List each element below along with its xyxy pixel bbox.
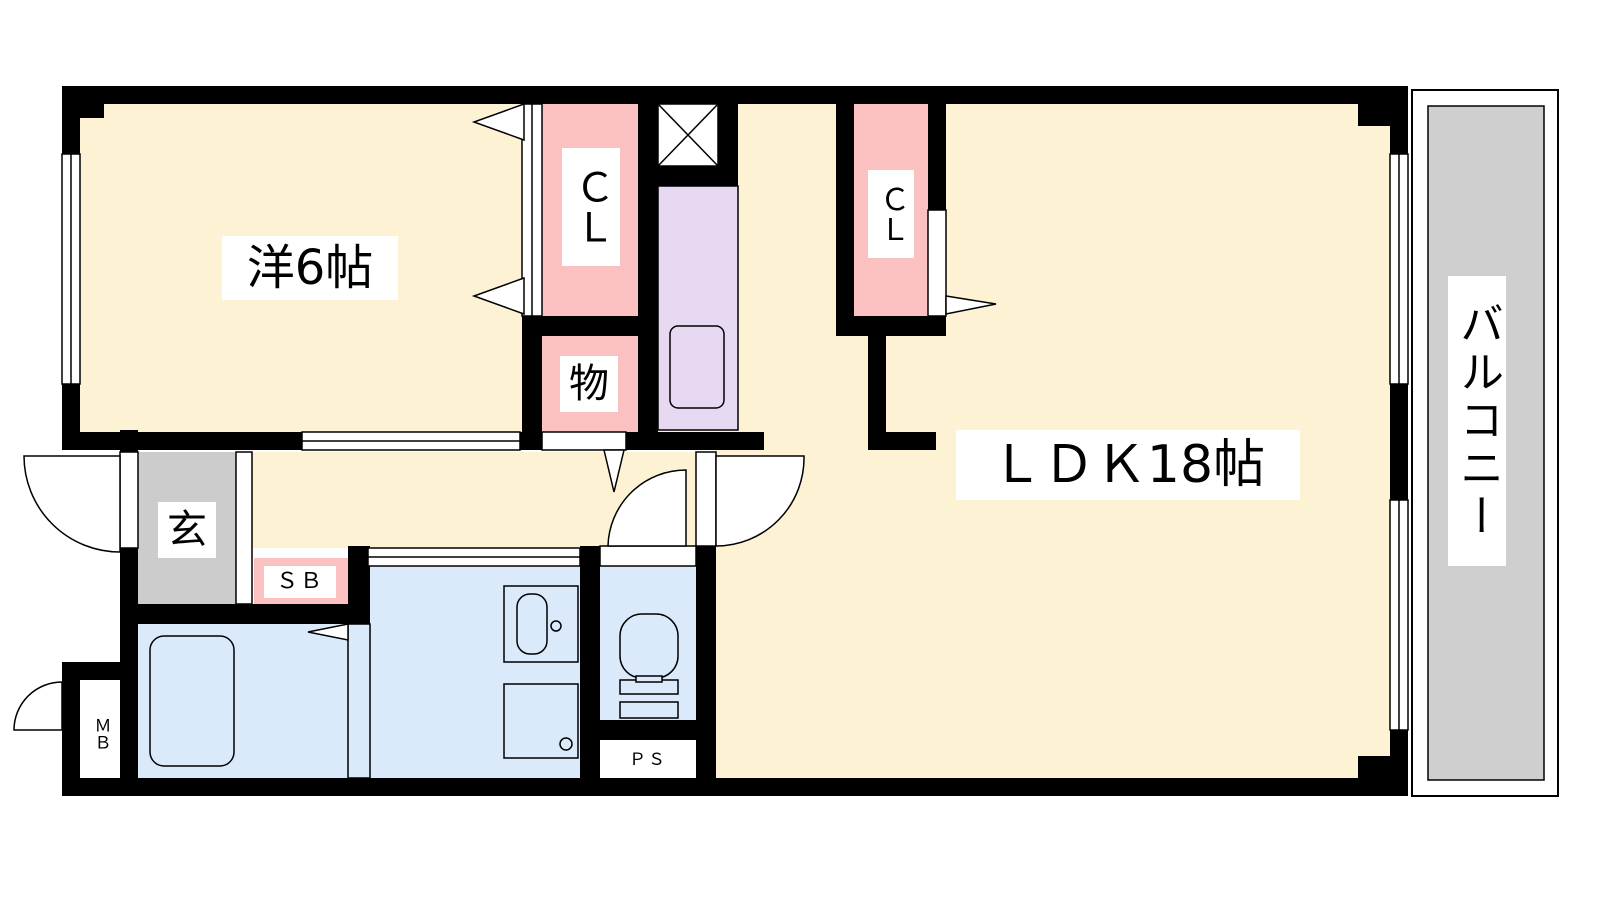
shoe-box-label: ＳＢ (264, 566, 336, 598)
windows (61, 103, 1409, 779)
meter-box-label: ＭＢ (86, 710, 114, 758)
genkan-label: 玄 (158, 502, 216, 558)
bathtub-icon (149, 635, 235, 767)
ldk-label: ＬＤＫ18帖 (956, 430, 1300, 500)
toilet-icon (619, 613, 679, 679)
closet-b-label: ＣＬ (868, 170, 914, 258)
kitchen-sink (669, 325, 725, 409)
storage-label: 物 (560, 356, 618, 412)
balcony-label: バルコニー (1448, 276, 1506, 566)
door-swings (13, 102, 997, 731)
pipe-space-label: ＰＳ (620, 748, 676, 772)
closet-a-label: ＣＬ (562, 148, 620, 266)
western-room-label: 洋6帖 (222, 236, 398, 300)
